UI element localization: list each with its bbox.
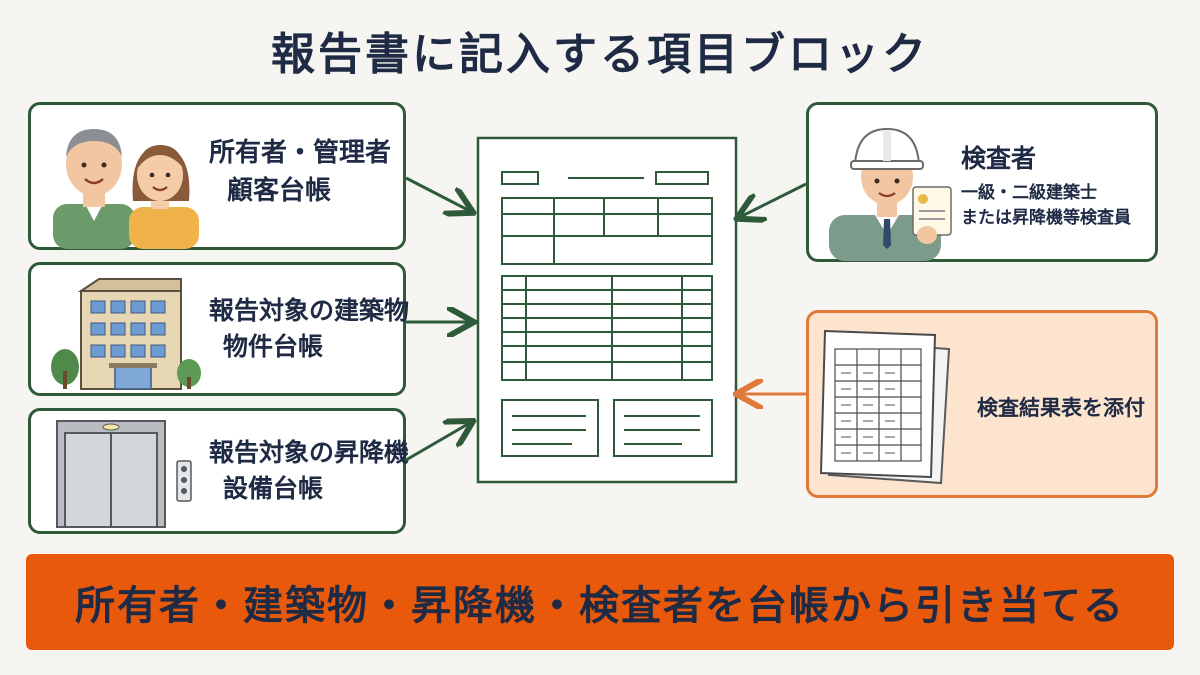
arrow-elevator bbox=[405, 424, 468, 462]
card-inspector: 検査者 一級・二級建築士 または昇降機等検査員 bbox=[806, 102, 1158, 262]
page-title: 報告書に記入する項目ブロック bbox=[271, 29, 929, 80]
arrow-owner bbox=[405, 176, 468, 210]
building-label: 報告対象の建築物 bbox=[209, 296, 410, 325]
card-building: 報告対象の建築物 物件台帳 bbox=[28, 262, 409, 396]
card-owner: 所有者・管理者 顧客台帳 bbox=[28, 102, 406, 250]
elevator-ledger: 設備台帳 bbox=[223, 474, 324, 504]
owner-text: 所有者・管理者 顧客台帳 bbox=[209, 135, 391, 210]
elderly-couple-icon bbox=[53, 129, 199, 249]
results-label: 検査結果表を添付 bbox=[977, 396, 1145, 420]
arrow-inspector bbox=[742, 182, 807, 216]
card-elevator: 報告対象の昇降機 設備台帳 bbox=[28, 408, 409, 534]
inspector-label: 検査者 bbox=[961, 144, 1037, 173]
elevator-icon bbox=[56, 420, 192, 528]
owner-label: 所有者・管理者 bbox=[209, 138, 392, 168]
inspector-qualification-alt: または昇降機等検査員 bbox=[961, 207, 1131, 228]
inspector-text: 検査者 一級・二級建築士 または昇降機等検査員 bbox=[961, 141, 1131, 231]
results-text: 検査結果表を添付 bbox=[977, 393, 1145, 423]
card-results: 検査結果表を添付 bbox=[806, 310, 1158, 498]
inspector-qualification: 一級・二級建築士 bbox=[961, 183, 1097, 204]
result-table-icon bbox=[819, 329, 951, 485]
summary-banner: 所有者・建築物・昇降機・検査者を台帳から引き当てる bbox=[26, 554, 1174, 650]
owner-ledger: 顧客台帳 bbox=[227, 175, 332, 206]
elevator-text: 報告対象の昇降機 設備台帳 bbox=[209, 435, 409, 508]
inspector-icon bbox=[829, 127, 952, 261]
building-text: 報告対象の建築物 物件台帳 bbox=[209, 293, 409, 366]
building-ledger: 物件台帳 bbox=[223, 332, 324, 362]
elevator-label: 報告対象の昇降機 bbox=[209, 438, 410, 467]
building-icon bbox=[51, 278, 201, 390]
report-form-icon bbox=[476, 136, 738, 484]
